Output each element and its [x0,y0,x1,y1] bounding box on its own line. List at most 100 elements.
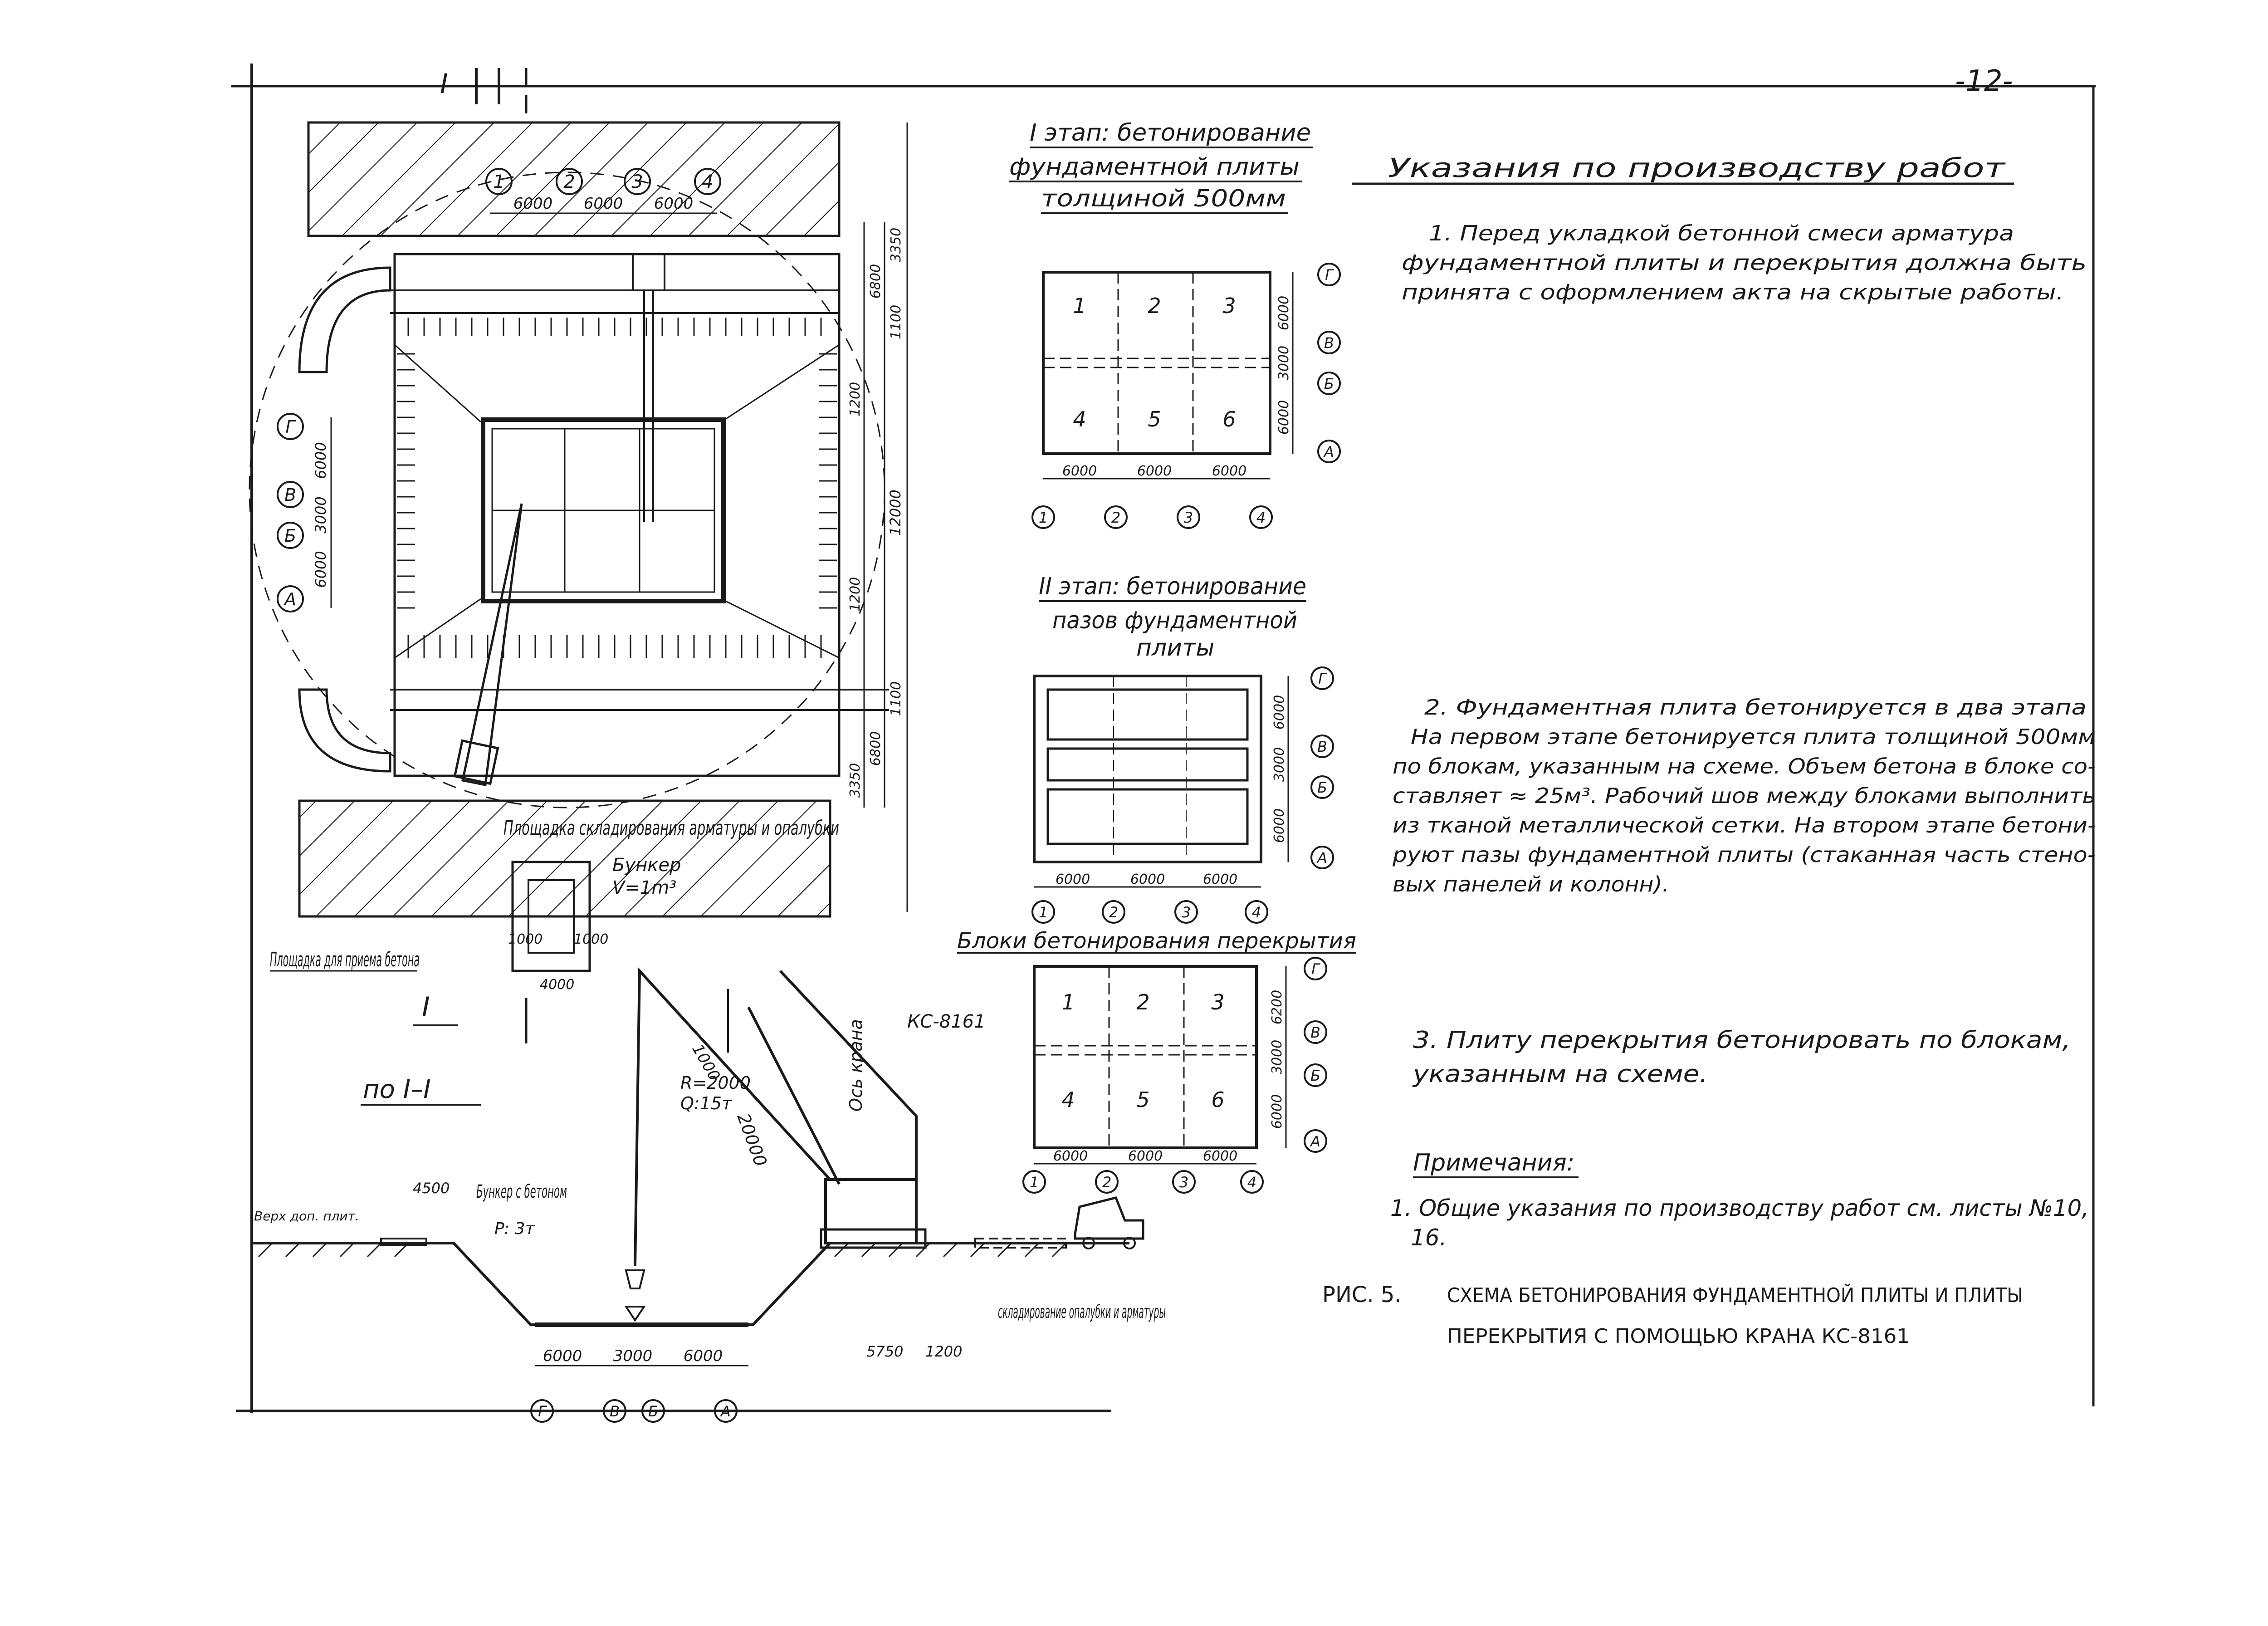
dim-label: 6000 [1276,400,1292,435]
plan-right-dims: 3350 6800 1100 1200 12000 1200 1100 6800… [847,122,908,912]
axis-label: Б [1310,1067,1320,1084]
axis-label: 4 [1256,509,1266,526]
dim-label: 4500 [413,1180,450,1197]
plan-view: 1 2 3 4 6000 6000 6000 Г В Б А 6000 3000… [249,68,908,1106]
foundation-slab [481,417,726,603]
crane-radius: R=2000 [680,1073,751,1093]
stage1-diagram: I этап: бетонирование фундаментной плиты… [1009,119,1341,529]
axis-label: 1 [1039,509,1048,526]
stage3-diagram: Блоки бетонирования перекрытия 1 2 3 4 5… [957,928,1356,1194]
note-line: 16. [1411,1224,1447,1251]
axis-label: А [1323,443,1334,460]
crane-boom [634,967,918,1266]
crane-body [824,1178,918,1244]
crane-swing-radius [249,171,885,808]
crane-hook [625,1269,645,1289]
instruction-1-line: принята с оформлением акта на скрытые ра… [1402,280,2064,304]
dim-label: 6000 [1056,872,1090,887]
block-number: 5 [1148,407,1161,431]
instruction-2-line: На первом этапе бетонируется плита толщи… [1411,725,2096,749]
section-storage-label: складирование опалубки и арматуры [998,1302,1166,1322]
axis-label: А [283,589,296,609]
crane-axis-label: Ось крана [846,1019,866,1112]
axis-label: В [1317,738,1327,755]
crane-load: Q:15т [680,1093,733,1113]
dim-label: 6000 [584,195,623,213]
section-view: КС-8161 Ось крана 1000 20000 R=2000 Q:15… [252,967,1166,1423]
caption-line1: СХЕМА БЕТОНИРОВАНИЯ ФУНДАМЕНТНОЙ ПЛИТЫ И… [1447,1283,2023,1307]
plan-left-axes: Г В Б А 6000 3000 6000 [277,413,332,612]
notes-title: Примечания: [1413,1149,1574,1176]
axis-label: 1 [1030,1174,1039,1191]
axis-label: Г [1325,266,1334,284]
page-number: -12- [1955,64,2013,98]
dim-label: 1200 [925,1343,962,1360]
pit-outline [393,253,841,777]
instruction-2-line: из тканой металлической сетки. На втором… [1393,813,2096,837]
dim-label: 6000 [1276,296,1292,330]
dim-label: 6000 [1271,808,1287,843]
stage3-title: Блоки бетонирования перекрытия [957,928,1356,954]
dim-label: 6000 [513,195,553,213]
dim-label: 3000 [1276,346,1292,380]
stage1-title-line2: фундаментной плиты [1009,153,1300,181]
section-ref: по I–I [363,1075,431,1104]
dim-label: 6000 [1203,1148,1237,1164]
dim-label: 1100 [888,305,904,339]
axis-label: Г [1318,670,1327,687]
axis-label: Б [1324,375,1334,392]
dim-label: 3000 [312,496,329,533]
axis-label: В [284,485,296,505]
slope-ticks [397,318,837,658]
dim-label: 3000 [1269,1040,1285,1074]
hopper-volume: V=1m³ [612,877,676,898]
instruction-2-line: 2. Фундаментная плита бетонируется в два… [1424,695,2087,720]
instruction-2-line: ставляет ≈ 25м³. Рабочий шов между блока… [1393,784,2096,808]
instruction-2-line: руют пазы фундаментной плиты (стаканная … [1392,842,2096,867]
instruction-2-line: по блокам, указанным на схеме. Объем бет… [1393,754,2096,779]
axis-label: 3 [1179,1174,1188,1191]
stage2-title-line2: пазов фундаментной [1052,607,1297,634]
dim-label: 1200 [847,382,863,416]
dim-label: 6200 [1269,990,1285,1024]
hopper-label: Бункер [612,855,681,876]
sheet-frame [231,64,2096,1413]
axis-label: 2 [1111,509,1120,526]
dim-label: 6000 [312,551,329,588]
dim-label: 6000 [1203,872,1237,887]
block-number: 2 [1148,294,1161,318]
hopper-weight: P: 3т [494,1220,535,1238]
axis-label: 3 [631,171,643,192]
axis-label: 2 [1109,904,1118,921]
block-number: 4 [1061,1087,1075,1112]
dim-label: 3350 [847,763,863,798]
hopper-plan [511,861,591,972]
dim-label: 6000 [1271,695,1287,730]
dim-label: 6000 [654,195,694,213]
block-number: 1 [1061,990,1075,1014]
dim-label: 12000 [887,490,904,536]
axis-label: 2 [563,171,575,192]
dim-label: 6000 [1137,463,1172,479]
block-number: 3 [1211,990,1224,1014]
axis-label: 3 [1184,509,1193,526]
crane-model: КС-8161 [907,1011,986,1032]
dim-label: 6800 [868,264,884,299]
axis-label: А [720,1403,731,1420]
dim-label: 1200 [847,577,863,612]
dim-label: 3000 [613,1347,653,1365]
dim-label: 6000 [1212,463,1246,479]
instruction-3-line: 3. Плиту перекрытия бетонировать по блок… [1413,1027,2071,1054]
dim-label: 20000 [733,1111,771,1169]
block-number: 6 [1211,1087,1224,1112]
instructions: Указания по производству работ 1. Перед … [1352,152,2096,1251]
axis-label: Б [648,1403,658,1420]
axis-label: 4 [1247,1174,1256,1191]
dim-label: 6800 [868,731,884,766]
section-mark: I [440,68,448,100]
dim-label: 6000 [312,442,329,479]
caption-line2: ПЕРЕКРЫТИЯ С ПОМОЩЬЮ КРАНА КС-8161 [1447,1325,1910,1348]
dim-label: 6000 [1053,1148,1088,1164]
dim-label: 1000 [574,931,608,947]
